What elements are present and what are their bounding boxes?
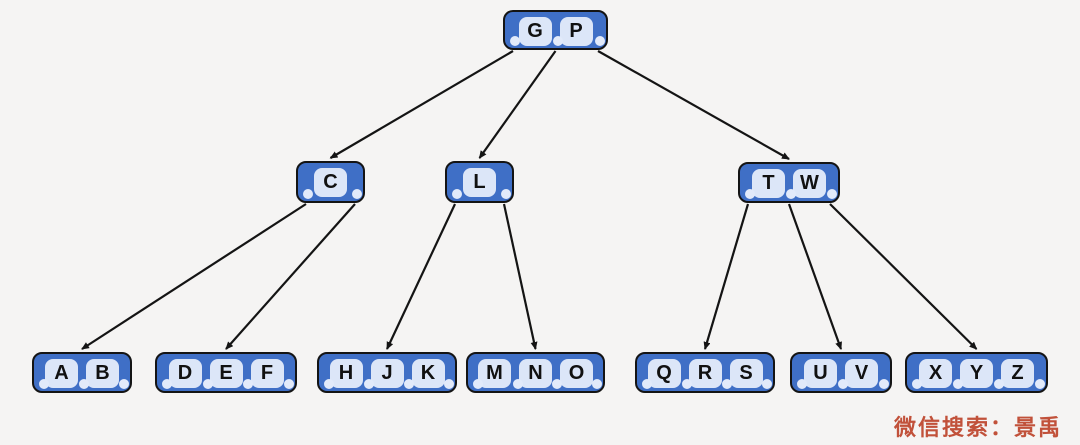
key-cell-N: N [519, 359, 552, 388]
edge-TW-to-UV [787, 203, 843, 350]
key-cell-C: C [314, 168, 347, 197]
child-pointer-dot [119, 379, 129, 389]
child-pointer-dot [879, 379, 889, 389]
child-pointer-dot [953, 379, 963, 389]
child-pointer-dot [994, 379, 1004, 389]
key-row: C [298, 163, 363, 197]
child-pointer-dot [762, 379, 772, 389]
child-pointer-dot [364, 379, 374, 389]
key-cell-K: K [411, 359, 445, 388]
child-pointer-dot [552, 379, 563, 389]
key-cell-G: G [518, 17, 552, 46]
child-pointer-dot [552, 36, 563, 46]
child-pointer-dot [324, 379, 334, 389]
child-pointer-dot [595, 36, 605, 46]
edge-C-to-AB [81, 203, 307, 350]
child-pointer-dot [501, 189, 511, 199]
child-pointer-dot [797, 379, 807, 389]
key-cell-L: L [463, 168, 496, 197]
key-cell-M: M [478, 359, 511, 388]
child-pointer-dot [510, 36, 520, 46]
key-cell-X: X [919, 359, 952, 388]
child-pointer-dot [682, 379, 692, 389]
key-cell-B: B [86, 359, 119, 388]
edge-GP-to-TW [597, 50, 790, 160]
child-pointer-dot [512, 379, 523, 389]
child-pointer-dot [912, 379, 922, 389]
key-cell-Y: Y [960, 359, 993, 388]
key-cell-V: V [845, 359, 878, 388]
key-cell-F: F [250, 359, 284, 388]
edge-GP-to-L [478, 50, 557, 159]
child-pointer-dot [284, 379, 294, 389]
child-pointer-dot [452, 189, 462, 199]
child-pointer-dot [404, 379, 414, 389]
key-cell-A: A [45, 359, 78, 388]
child-pointer-dot [592, 379, 602, 389]
key-cell-R: R [688, 359, 722, 388]
key-cell-O: O [560, 359, 593, 388]
child-pointer-dot [352, 189, 362, 199]
child-pointer-dot [243, 379, 254, 389]
watermark-text: 微信搜索：景禹 [893, 415, 1062, 440]
key-cell-T: T [752, 169, 785, 198]
key-cell-S: S [729, 359, 763, 388]
child-pointer-dot [79, 379, 89, 389]
child-pointer-dot [827, 189, 837, 199]
child-pointer-dot [473, 379, 483, 389]
child-pointer-dot [722, 379, 732, 389]
key-cell-J: J [370, 359, 404, 388]
child-pointer-dot [745, 189, 755, 199]
key-cell-D: D [168, 359, 202, 388]
edge-TW-to-XYZ [829, 203, 978, 350]
edge-L-to-MNO [502, 203, 538, 350]
key-cell-H: H [329, 359, 363, 388]
key-cell-E: E [209, 359, 243, 388]
child-pointer-dot [444, 379, 454, 389]
btree-node-L: L [445, 161, 514, 203]
child-pointer-dot [39, 379, 49, 389]
key-cell-Z: Z [1001, 359, 1034, 388]
key-cell-Q: Q [647, 359, 681, 388]
child-pointer-dot [642, 379, 652, 389]
edge-TW-to-QRS [703, 203, 750, 350]
key-row: L [447, 163, 512, 197]
child-pointer-dot [303, 189, 313, 199]
key-cell-P: P [559, 17, 593, 46]
child-pointer-dot [1035, 379, 1045, 389]
edge-L-to-HJK [386, 203, 456, 350]
key-cell-U: U [804, 359, 837, 388]
edge-C-to-DEF [225, 203, 356, 350]
key-cell-W: W [793, 169, 826, 198]
btree-node-C: C [296, 161, 365, 203]
edge-GP-to-C [329, 50, 514, 159]
child-pointer-dot [786, 189, 796, 199]
child-pointer-dot [838, 379, 848, 389]
child-pointer-dot [202, 379, 213, 389]
child-pointer-dot [162, 379, 172, 389]
